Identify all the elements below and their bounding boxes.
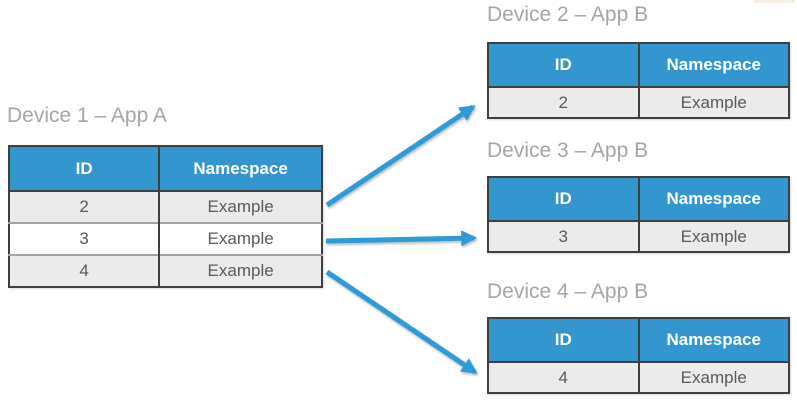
device-2-table: ID Namespace 2 Example bbox=[487, 42, 790, 119]
table-row: 2 Example bbox=[9, 191, 322, 223]
table-row: 4 Example bbox=[488, 362, 789, 393]
table-row: 3 Example bbox=[9, 222, 322, 255]
cropped-shape-fragment bbox=[753, 0, 795, 3]
table-header-row: ID Namespace bbox=[488, 318, 789, 363]
cell-namespace: Example bbox=[638, 87, 789, 118]
device-2-title: Device 2 – App B bbox=[487, 3, 649, 26]
cell-id: 3 bbox=[9, 222, 161, 255]
cell-namespace: Example bbox=[638, 221, 789, 252]
device-4-title: Device 4 – App B bbox=[487, 280, 649, 303]
cell-namespace: Example bbox=[159, 254, 322, 287]
table-header-row: ID Namespace bbox=[488, 43, 789, 88]
cell-namespace: Example bbox=[638, 362, 789, 393]
column-header-namespace: Namespace bbox=[159, 146, 322, 192]
device-1-table: ID Namespace 2 Example 3 Example 4 Examp… bbox=[8, 145, 323, 288]
arrow-to-device-2-icon bbox=[325, 104, 476, 208]
cell-id: 4 bbox=[488, 362, 640, 393]
column-header-id: ID bbox=[488, 318, 640, 363]
column-header-namespace: Namespace bbox=[638, 318, 789, 363]
cell-id: 3 bbox=[488, 221, 640, 252]
device-1-title: Device 1 – App A bbox=[7, 104, 167, 127]
cell-id: 2 bbox=[488, 87, 640, 118]
table-row: 2 Example bbox=[488, 87, 789, 118]
arrow-to-device-3-icon bbox=[325, 230, 478, 247]
device-3-title: Device 3 – App B bbox=[487, 139, 649, 162]
column-header-namespace: Namespace bbox=[638, 177, 789, 222]
device-3-table: ID Namespace 3 Example bbox=[487, 176, 790, 253]
table-header-row: ID Namespace bbox=[9, 146, 322, 192]
device-4-table: ID Namespace 4 Example bbox=[487, 317, 790, 394]
column-header-id: ID bbox=[488, 177, 640, 222]
table-row: 3 Example bbox=[488, 221, 789, 252]
table-header-row: ID Namespace bbox=[488, 177, 789, 222]
cell-id: 2 bbox=[9, 191, 161, 223]
table-row: 4 Example bbox=[9, 254, 322, 287]
cell-namespace: Example bbox=[159, 191, 322, 223]
cell-id: 4 bbox=[9, 254, 161, 287]
column-header-namespace: Namespace bbox=[638, 43, 789, 88]
arrow-to-device-4-icon bbox=[325, 269, 478, 375]
column-header-id: ID bbox=[9, 146, 161, 192]
column-header-id: ID bbox=[488, 43, 640, 88]
cell-namespace: Example bbox=[159, 222, 322, 255]
